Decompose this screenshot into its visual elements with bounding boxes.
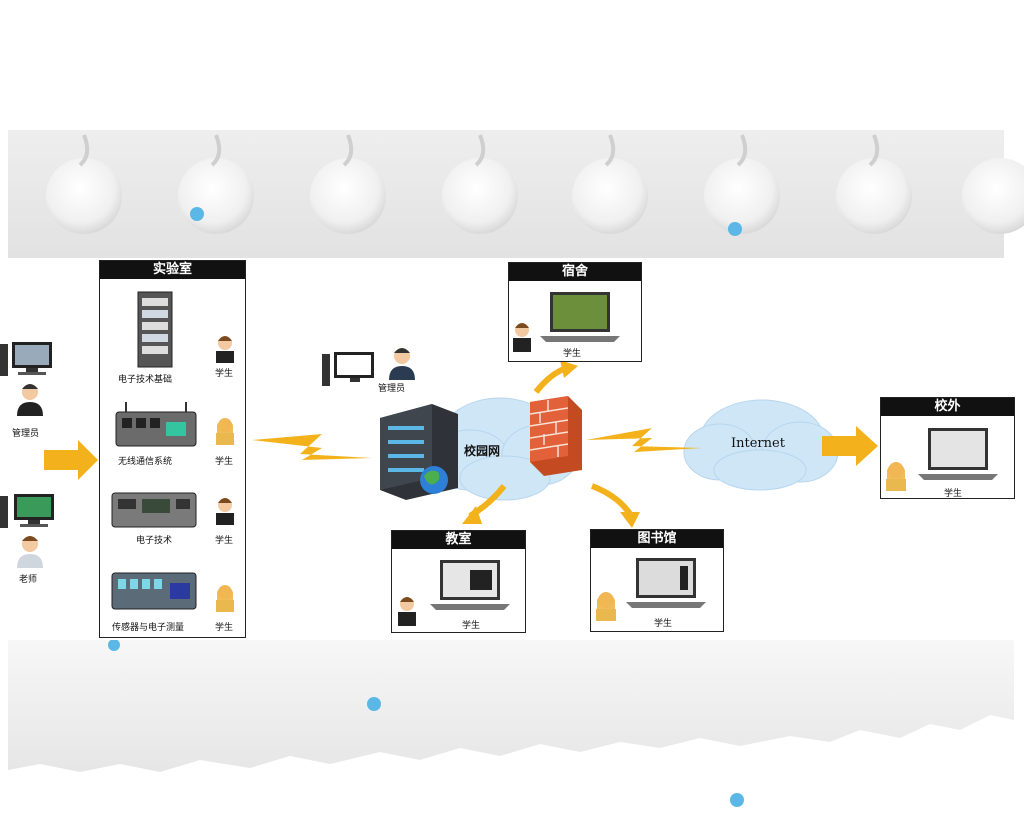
offcampus-title: 校外	[881, 398, 1014, 416]
arrow-to-lab	[44, 440, 98, 480]
internet-cloud	[683, 399, 839, 491]
offcampus-role: 学生	[944, 489, 963, 499]
arrow-to-offcampus	[822, 426, 878, 466]
dorm-laptop-icon	[540, 292, 620, 342]
classroom-student-icon	[398, 597, 416, 626]
lightning-firewall-internet	[586, 428, 702, 452]
internet-label: Internet	[731, 436, 785, 451]
rack-icon	[137, 291, 173, 368]
server-admin-workstation-icon	[322, 352, 374, 386]
offcampus-laptop-icon	[918, 428, 998, 480]
dorm-title: 宿舍	[509, 263, 641, 281]
library-student-icon	[596, 592, 616, 621]
firewall-icon	[529, 396, 582, 476]
admin-person-icon	[17, 384, 43, 416]
sensor-panel-icon	[111, 572, 197, 610]
server-icon	[380, 404, 458, 500]
lab-item-label-2: 无线通信系统	[118, 457, 173, 467]
wireless-device-icon	[115, 402, 197, 447]
teacher-workstation-icon	[0, 494, 54, 528]
lab-title: 实验室	[100, 261, 245, 279]
offcampus-student-icon	[886, 462, 906, 491]
library-laptop-icon	[626, 558, 706, 608]
dorm-student-icon	[513, 323, 531, 352]
lab-item-role-1: 学生	[215, 369, 234, 379]
lab-item-role-4: 学生	[215, 623, 234, 633]
electronics-panel-icon	[111, 492, 197, 528]
library-box: 图书馆	[590, 529, 724, 632]
decor-dots	[108, 207, 744, 807]
library-title: 图书馆	[591, 530, 723, 548]
paper-torn-bottom	[8, 640, 1014, 772]
classroom-title: 教室	[392, 531, 525, 549]
dorm-role: 学生	[563, 349, 582, 359]
paper-curls	[78, 134, 880, 167]
lab-item-label-1: 电子技术基础	[118, 375, 173, 385]
campus-net-label: 校园网	[464, 444, 501, 458]
admin-workstation-icon	[0, 342, 52, 376]
lightning-lab-server	[252, 434, 372, 460]
paper-holes	[46, 158, 1024, 234]
server-admin-person-icon	[389, 348, 415, 380]
lab-item-role-2: 学生	[215, 457, 234, 467]
classroom-role: 学生	[462, 621, 481, 631]
lab-students	[216, 336, 234, 612]
lab-item-role-3: 学生	[215, 536, 234, 546]
classroom-laptop-icon	[430, 560, 510, 610]
teacher-person-icon	[17, 536, 43, 568]
library-role: 学生	[654, 619, 673, 629]
server-admin-label: 管理员	[378, 384, 406, 394]
left-teacher-label: 老师	[19, 575, 38, 585]
curved-arrow-heads	[462, 360, 640, 528]
left-admin-label: 管理员	[12, 429, 40, 439]
lab-item-label-3: 电子技术	[136, 536, 173, 546]
lab-item-label-4: 传感器与电子测量	[112, 623, 185, 633]
